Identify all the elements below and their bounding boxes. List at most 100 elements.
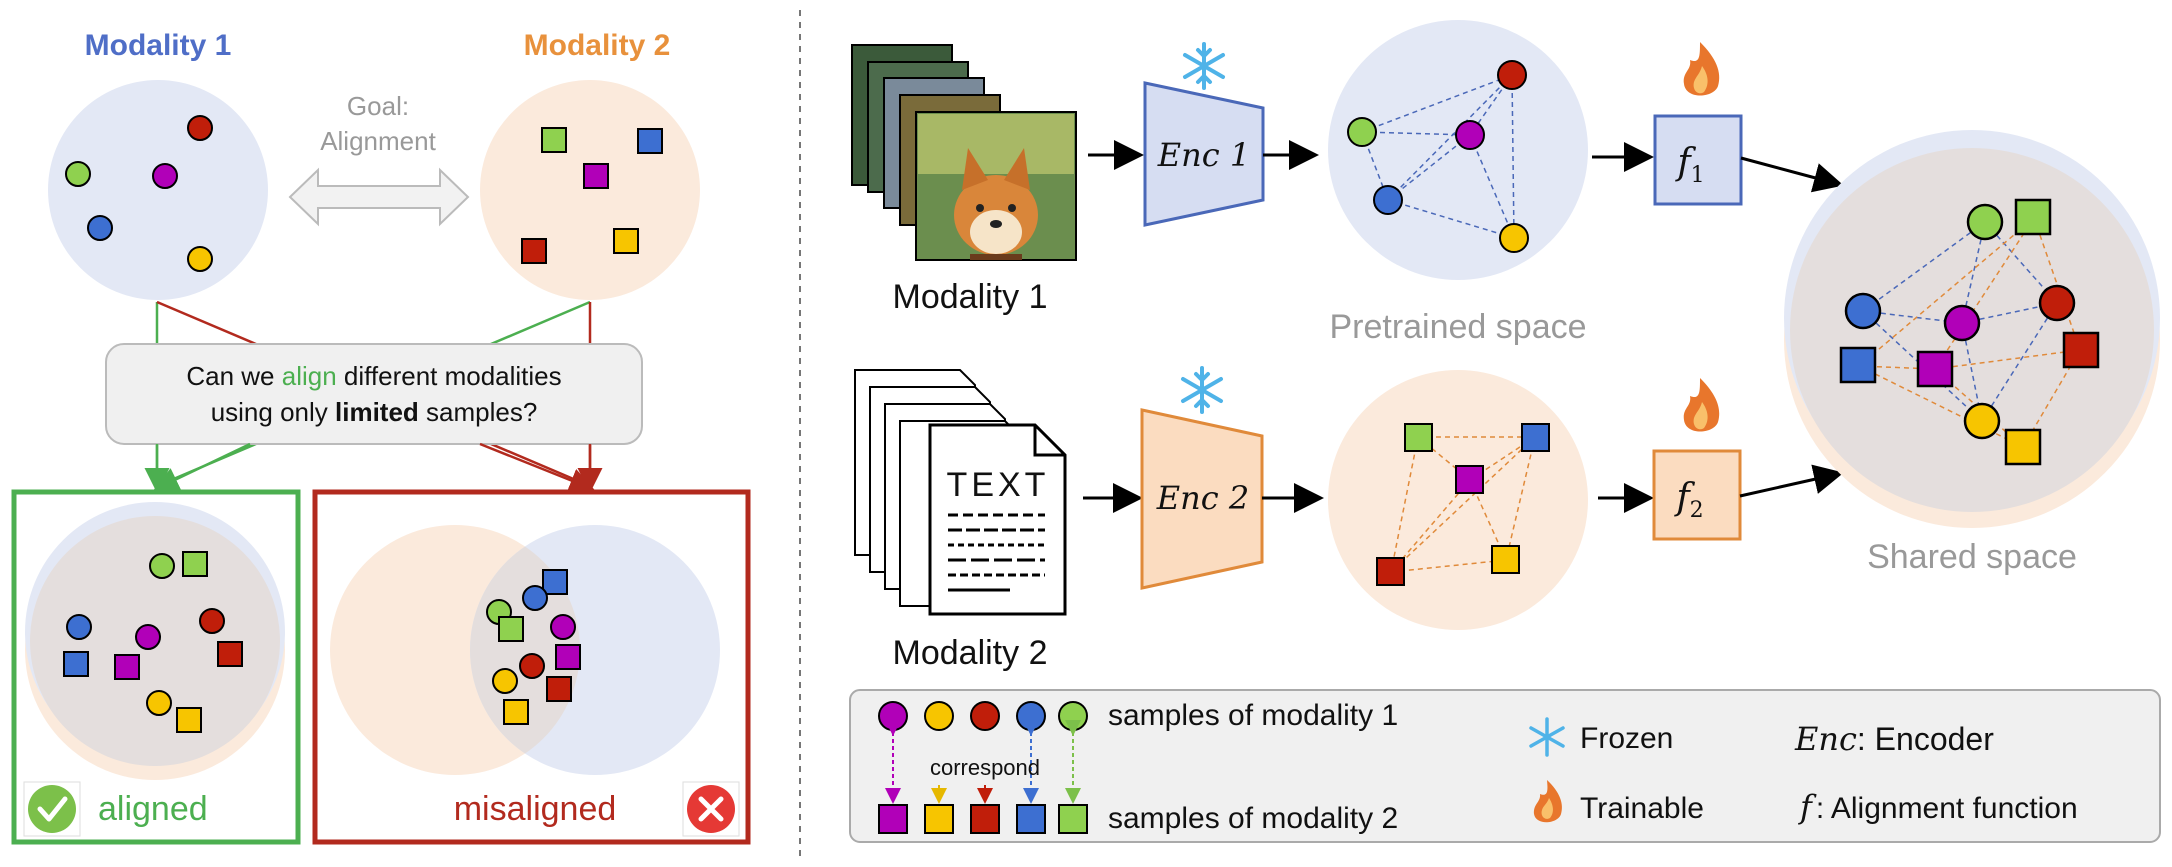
question-line2: using only limited samples? [211,397,538,427]
shared-sample [1916,350,1954,388]
encoder2-label: Enc 2 [1156,479,1249,517]
pretrained-sample [1376,557,1405,586]
flame-icon [1683,378,1720,432]
double-arrow-icon [288,167,470,227]
pretrained-sample [1491,545,1520,574]
pretrained-sample [1373,185,1403,215]
encoder1-label: Enc 1 [1157,136,1250,174]
misaligned-label: misaligned [454,790,617,828]
legend-f-def: f: Alignment function [1798,788,2078,826]
legend-m2-samples [878,804,1088,834]
pretrained-sample [1497,60,1527,90]
f2-block [1652,449,1742,541]
legend-enc-def: Enc: Encoder [1794,720,1994,758]
aligned-sample [114,654,140,680]
m1-sample-yellow [187,246,213,272]
pretrained-sample [1499,223,1529,253]
dog-photo-icon [851,44,1077,261]
snowflake-icon [1183,42,1225,90]
red-arrow-down-diag [479,442,595,493]
misaligned-sample [522,585,548,611]
right-panel: Modality 1 Enc 1 Pretrained space [849,20,2161,843]
shared-sample [1966,203,2004,241]
checkmark-icon [28,785,76,833]
misaligned-sample [546,676,572,702]
text-document-icon [854,369,1067,616]
aligned-sample [149,553,175,579]
aligned-sample [63,651,89,677]
shared-sample [1839,346,1877,384]
m1-sample-red [187,115,213,141]
goal-label-line2: Alignment [320,126,436,156]
modality1-space [48,80,268,300]
legend-samples-m2: samples of modality 2 [1108,802,1398,835]
snowflake-icon [1181,366,1223,414]
aligned-label: aligned [98,790,208,828]
left-panel: Modality 1 Modality 2 Goal: Alignment Ca… [11,29,751,845]
misaligned-sample [498,616,524,642]
misaligned-sample [542,569,568,595]
pretrained-sample [1521,423,1550,452]
snowflake-icon [1529,717,1565,757]
aligned-sample [182,551,208,577]
legend-correspond: correspond [930,755,1040,780]
modality2-title: Modality 2 [524,29,671,62]
shared-sample [1963,402,2001,440]
misaligned-sample [550,614,576,640]
m1-sample-green [65,161,91,187]
legend-trainable: Trainable [1580,792,1704,825]
cross-glyph [698,796,724,822]
aligned-sample [146,690,172,716]
misaligned-sample [492,668,518,694]
pretrained-space-m2 [1328,370,1588,630]
shared-sample [2014,198,2052,236]
shared-sample [1943,304,1981,342]
misaligned-sample [555,644,581,670]
m1-sample-purple [152,163,178,189]
goal-label-line1: Goal: [347,91,409,121]
m2-sample-yellow [613,228,639,254]
misaligned-box [312,489,751,845]
question-line1: Can we align different modalities [186,361,561,391]
m2-sample-purple [583,163,609,189]
flame-icon [1533,780,1562,823]
aligned-sample [217,641,243,667]
flame-icon [1683,42,1720,96]
aligned-box [11,489,301,845]
pretrained-sample [1404,423,1433,452]
legend-box [849,689,2161,843]
m2-sample-red [521,238,547,264]
legend-frozen: Frozen [1580,722,1673,755]
shared-sample [2038,284,2076,322]
modality2-space [480,80,700,300]
aligned-sample [176,707,202,733]
m2-sample-blue [637,128,663,154]
encoder1-block [1143,81,1265,227]
modality1-label: Modality 1 [893,278,1048,316]
pretrained-space-m1 [1328,20,1588,280]
pretrained-space-label: Pretrained space [1329,308,1586,346]
pretrained-sample [1347,117,1377,147]
aligned-sample [66,614,92,640]
question-box [105,343,643,445]
shared-space-label: Shared space [1867,538,2077,576]
aligned-sample [199,608,225,634]
legend-correspond-arrows [885,720,1081,804]
misaligned-sample [519,653,545,679]
green-arrow-down-diag [153,442,251,491]
modality1-title: Modality 1 [85,29,232,62]
arrow [1739,464,1844,498]
misaligned-sample [503,699,529,725]
m2-sample-green [541,127,567,153]
modality2-label: Modality 2 [893,634,1048,672]
pretrained-sample [1455,120,1485,150]
legend-samples-m1: samples of modality 1 [1108,699,1398,732]
f1-block [1653,114,1743,206]
shared-sample [1844,292,1882,330]
checkmark-glyph [37,796,68,822]
doc-text: TEXT [947,466,1050,504]
shared-sample [2062,331,2100,369]
pretrained-sample [1455,465,1484,494]
arrow [1740,156,1844,193]
